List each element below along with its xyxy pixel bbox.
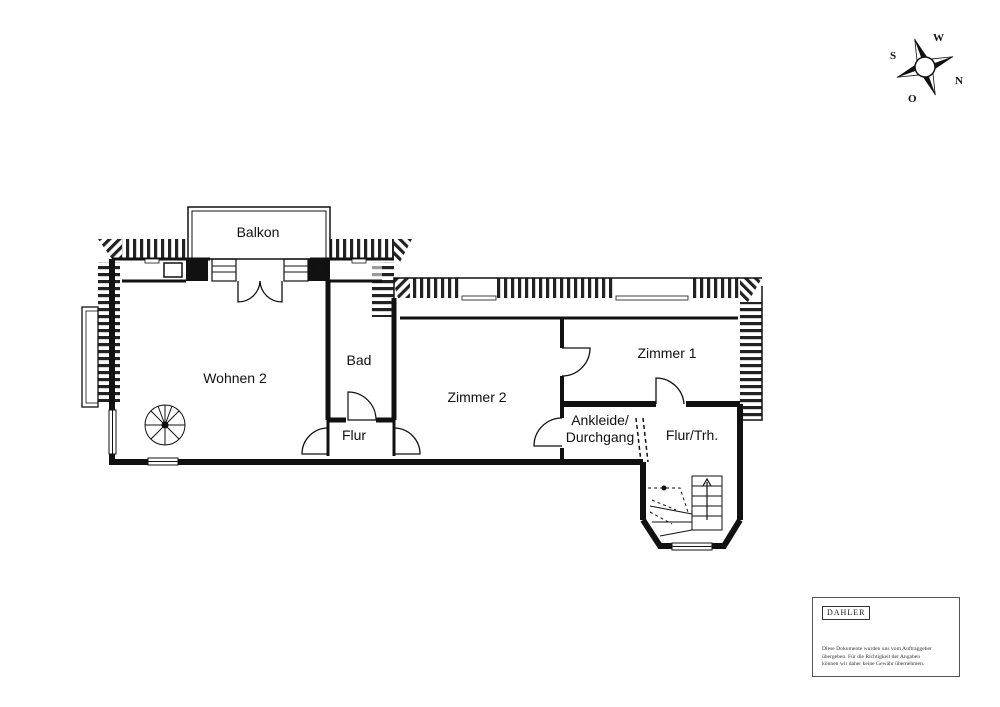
- room-label-ankleide-line2: Durchgang: [566, 429, 635, 445]
- bay-window: [81, 306, 99, 408]
- disclaimer-box: DAHLER Diese Dokumente wurden uns vom Au…: [812, 597, 960, 677]
- room-label-zimmer1: Zimmer 1: [637, 345, 696, 361]
- room-label-wohnen: Wohnen 2: [203, 370, 267, 386]
- room-label-ankleide-line1: Ankleide/: [571, 412, 629, 428]
- disclaimer-line-1: Diese Dokumente wurden uns vom Auftragge…: [822, 646, 932, 652]
- room-label-balkon: Balkon: [237, 224, 280, 240]
- compass-o: O: [908, 93, 917, 105]
- spiral-staircase: [144, 404, 186, 446]
- room-label-flur-trh: Flur/Trh.: [666, 427, 718, 443]
- room-label-flur: Flur: [342, 427, 366, 443]
- disclaimer-line-3: können wir daher keine Gewähr übernehmen…: [822, 661, 925, 668]
- room-label-zimmer2: Zimmer 2: [447, 389, 506, 405]
- doors: [237, 280, 685, 455]
- compass-w: W: [933, 32, 944, 44]
- windows: [108, 258, 713, 551]
- compass-s: S: [890, 50, 896, 62]
- compass-n: N: [955, 75, 963, 87]
- room-label-bad: Bad: [347, 352, 372, 368]
- brand-logo: DAHLER: [822, 606, 871, 620]
- walls: [109, 257, 763, 549]
- disclaimer-text: Diese Dokumente wurden uns vom Auftragge…: [822, 646, 956, 669]
- tower-staircase: [648, 475, 723, 537]
- room-labels: Balkon Wohnen 2 Bad Flur Zimmer 2 Zimmer…: [203, 224, 718, 445]
- compass-rose: [896, 38, 954, 96]
- balcony: [187, 206, 331, 260]
- disclaimer-line-2: übergeben. Für die Richtigkeit der Angab…: [822, 653, 921, 660]
